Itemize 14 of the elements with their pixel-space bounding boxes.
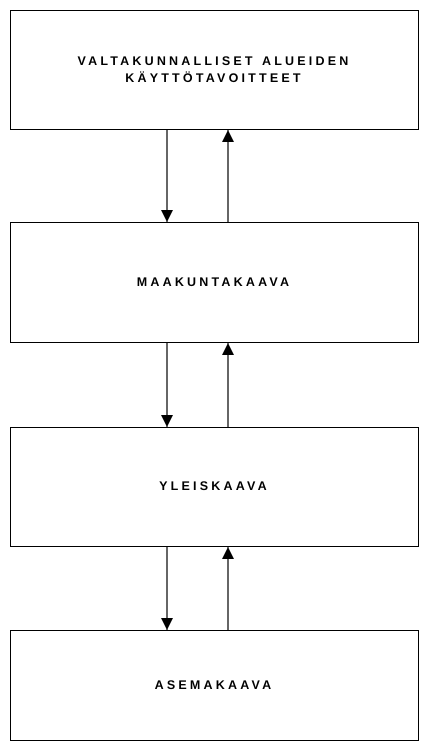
box-label: MAAKUNTAKAAVA [136,274,292,291]
process-box [10,427,419,547]
arrow [161,130,173,222]
arrow [161,547,173,630]
arrow [161,343,173,427]
process-box [10,10,419,130]
arrow [222,343,234,427]
process-box [10,630,419,741]
arrow [222,130,234,222]
box-label: VALTAKUNNALLISET ALUEIDEN KÄYTTÖTAVOITTEET [76,52,352,87]
box-label: ASEMAKAAVA [154,676,274,694]
process-box [10,222,419,343]
box-label: YLEISKAAVA [159,478,270,496]
arrow [222,547,234,630]
